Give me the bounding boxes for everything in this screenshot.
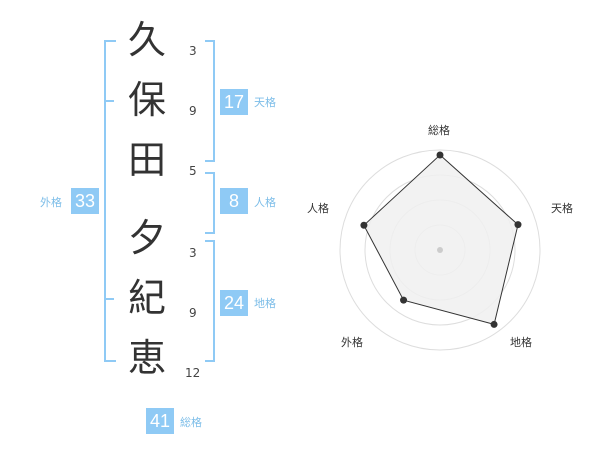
stroke-count-5: 9 [189,306,197,320]
radar-point-4 [400,296,408,304]
stroke-count-6: 12 [185,366,201,380]
radar-point-3 [490,320,498,328]
gaikaku-bracket [104,40,116,362]
stroke-count-2: 9 [189,104,197,118]
tenkaku-label: 天格 [254,96,276,109]
gaikaku-label: 外格 [40,196,62,209]
stroke-count-4: 3 [189,246,197,260]
tenkaku-bracket [205,40,215,162]
chikaku-value-badge: 24 [220,290,248,316]
chikaku-label: 地格 [254,297,276,310]
name-char-2: 保 [127,78,166,122]
radar-point-2 [514,221,522,229]
stroke-count-3: 5 [189,164,197,178]
soukaku-value-badge: 41 [146,408,174,434]
gaikaku-value-badge: 33 [71,188,99,214]
radar-axis-label-gaikaku: 外格 [341,336,363,349]
name-char-6: 恵 [127,336,166,380]
stroke-count-1: 3 [189,44,197,58]
radar-center-dot [437,247,443,253]
name-char-1: 久 [127,18,166,62]
radar-axis-label-tenkaku: 天格 [551,202,573,215]
radar-axis-label-jinkaku: 人格 [307,202,329,215]
radar-axis-label-chikaku: 地格 [510,336,532,349]
tenkaku-value-badge: 17 [220,89,248,115]
radar-point-1 [436,151,444,159]
name-char-4: 夕 [127,216,166,260]
gaikaku-bracket-tick-bottom [104,298,114,300]
soukaku-label: 総格 [180,416,202,429]
radar-axis-label-soukaku: 総格 [428,124,450,137]
chikaku-bracket [205,240,215,362]
name-char-3: 田 [127,138,166,182]
gaikaku-bracket-tick-top [104,100,114,102]
radar-point-5 [360,221,368,229]
name-char-5: 紀 [127,276,166,320]
radar-polygon [363,154,519,326]
jinkaku-value-badge: 8 [220,188,248,214]
jinkaku-bracket [205,172,215,234]
radar-ring [339,149,541,351]
jinkaku-label: 人格 [254,196,276,209]
